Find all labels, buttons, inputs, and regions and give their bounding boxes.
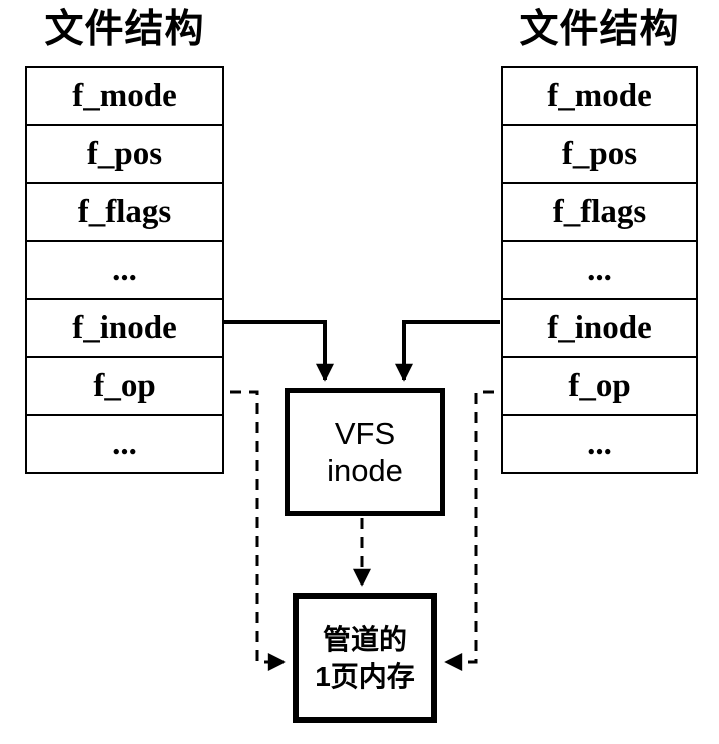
- table-row-f-pos: f_pos: [27, 126, 222, 184]
- arrow-right-finode-to-vfs: [395, 320, 500, 382]
- vfs-inode-box: VFS inode: [285, 388, 445, 516]
- right-table-title: 文件结构: [519, 8, 680, 51]
- left-file-structure-table: f_mode f_pos f_flags ... f_inode f_op ..…: [25, 66, 224, 474]
- pipe-memory-box: 管道的 1页内存: [293, 593, 437, 723]
- table-row-f-op: f_op: [503, 358, 696, 416]
- table-row-ellipsis: ...: [27, 242, 222, 300]
- vfs-box-line1: VFS: [334, 416, 396, 451]
- table-row-f-flags: f_flags: [27, 184, 222, 242]
- table-row-f-op: f_op: [27, 358, 222, 416]
- pipe-box-line1: 管道的: [322, 624, 407, 655]
- right-file-structure-table: f_mode f_pos f_flags ... f_inode f_op ..…: [501, 66, 698, 474]
- vfs-box-line2: inode: [327, 453, 403, 488]
- table-row-f-mode: f_mode: [27, 68, 222, 126]
- table-row-f-mode: f_mode: [503, 68, 696, 126]
- arrow-left-finode-to-vfs: [222, 320, 334, 382]
- dashed-arrow-right-fop-to-pipe: [444, 390, 494, 671]
- table-row-ellipsis: ...: [112, 425, 137, 462]
- pipe-box-line2: 1页内存: [315, 661, 415, 692]
- table-row-ellipsis: ...: [503, 242, 696, 300]
- table-row-f-pos: f_pos: [503, 126, 696, 184]
- table-row-f-flags: f_flags: [503, 184, 696, 242]
- table-row-ellipsis: ...: [587, 425, 612, 462]
- table-row-f-inode: f_inode: [27, 300, 222, 358]
- table-row-f-inode: f_inode: [503, 300, 696, 358]
- left-table-title: 文件结构: [44, 8, 205, 51]
- dashed-arrow-left-fop-to-pipe: [230, 390, 286, 671]
